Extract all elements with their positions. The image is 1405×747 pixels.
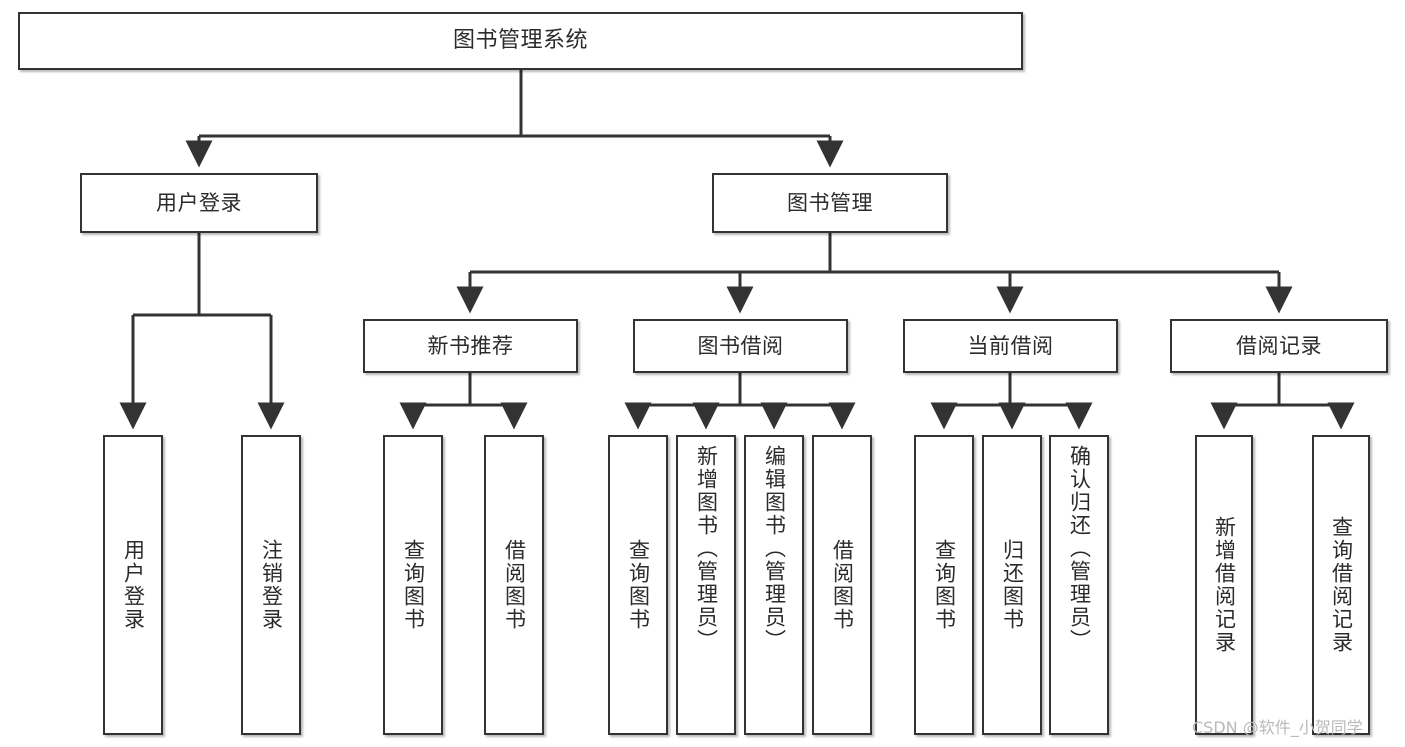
node-leaf-borrow-book-2-label: 借阅图书: [830, 539, 855, 631]
node-leaf-return-book-label: 归还图书: [1000, 539, 1025, 631]
node-current-borrow[interactable]: 当前借阅: [903, 319, 1118, 373]
node-leaf-edit-book-label: 编辑图书（管理员）: [762, 445, 787, 652]
node-leaf-query-book-1[interactable]: 查询图书: [383, 435, 443, 735]
node-book-borrow[interactable]: 图书借阅: [633, 319, 848, 373]
node-root-label: 图书管理系统: [452, 28, 588, 54]
node-root[interactable]: 图书管理系统: [18, 12, 1023, 70]
node-borrow-record[interactable]: 借阅记录: [1170, 319, 1388, 373]
csdn-watermark: CSDN @软件_小贺同学: [1192, 718, 1363, 737]
node-borrow-record-label: 借阅记录: [1236, 333, 1322, 358]
node-leaf-user-login[interactable]: 用户登录: [103, 435, 163, 735]
node-new-book-rec[interactable]: 新书推荐: [363, 319, 578, 373]
node-book-manage-label: 图书管理: [787, 190, 873, 215]
node-leaf-query-book-1-label: 查询图书: [401, 539, 426, 631]
node-leaf-query-book-2[interactable]: 查询图书: [608, 435, 668, 735]
node-book-borrow-label: 图书借阅: [697, 333, 784, 358]
node-user-login-label: 用户登录: [156, 190, 242, 215]
node-leaf-query-record-label: 查询借阅记录: [1329, 516, 1354, 654]
node-new-book-rec-label: 新书推荐: [427, 333, 514, 358]
node-leaf-borrow-book-1[interactable]: 借阅图书: [484, 435, 544, 735]
node-leaf-user-login-label: 用户登录: [121, 539, 146, 631]
node-book-manage[interactable]: 图书管理: [712, 173, 948, 233]
node-leaf-query-book-3[interactable]: 查询图书: [914, 435, 974, 735]
node-leaf-edit-book[interactable]: 编辑图书（管理员）: [744, 435, 804, 735]
node-leaf-add-record-label: 新增借阅记录: [1212, 516, 1237, 654]
node-current-borrow-label: 当前借阅: [967, 333, 1054, 358]
node-leaf-add-book-label: 新增图书（管理员）: [694, 445, 719, 652]
node-leaf-query-book-3-label: 查询图书: [932, 539, 957, 631]
node-leaf-return-book[interactable]: 归还图书: [982, 435, 1042, 735]
node-leaf-confirm-return[interactable]: 确认归还（管理员）: [1049, 435, 1109, 735]
node-leaf-user-logout-label: 注销登录: [259, 539, 284, 631]
node-leaf-query-book-2-label: 查询图书: [626, 539, 651, 631]
node-leaf-query-record[interactable]: 查询借阅记录: [1312, 435, 1370, 735]
node-leaf-user-logout[interactable]: 注销登录: [241, 435, 301, 735]
node-leaf-borrow-book-1-label: 借阅图书: [502, 539, 527, 631]
node-user-login[interactable]: 用户登录: [80, 173, 318, 233]
node-leaf-add-record[interactable]: 新增借阅记录: [1195, 435, 1253, 735]
node-leaf-add-book[interactable]: 新增图书（管理员）: [676, 435, 736, 735]
node-leaf-borrow-book-2[interactable]: 借阅图书: [812, 435, 872, 735]
node-leaf-confirm-return-label: 确认归还（管理员）: [1067, 445, 1092, 652]
